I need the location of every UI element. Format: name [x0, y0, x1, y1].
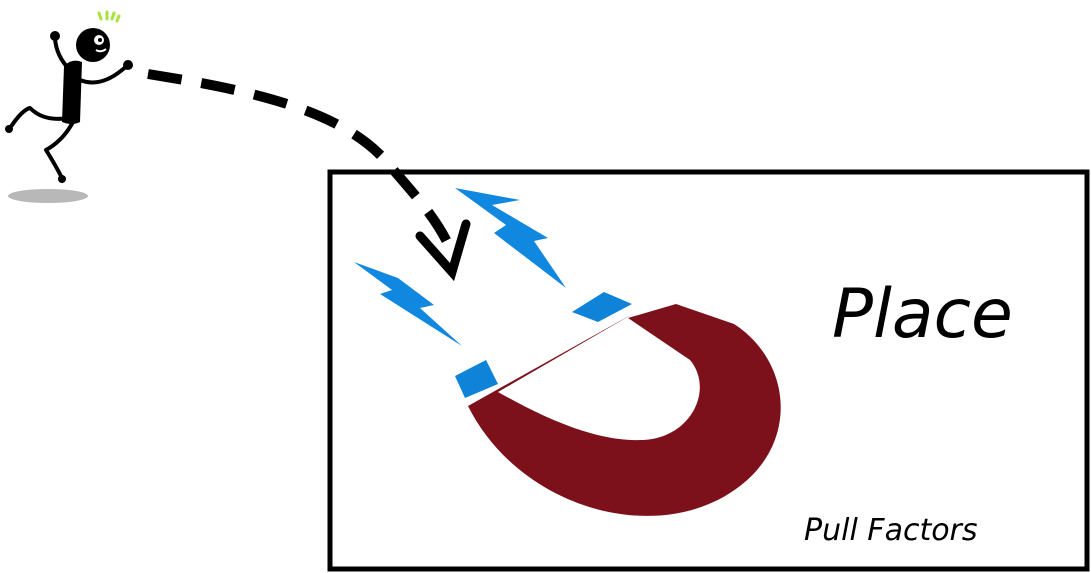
place-title: Place [832, 275, 1013, 354]
pull-factors-caption: Pull Factors [804, 513, 978, 548]
torso [62, 61, 82, 124]
shadow-ellipse [8, 189, 88, 203]
sparkle-marks [99, 12, 119, 21]
head [76, 28, 110, 62]
running-person-icon [5, 12, 133, 203]
